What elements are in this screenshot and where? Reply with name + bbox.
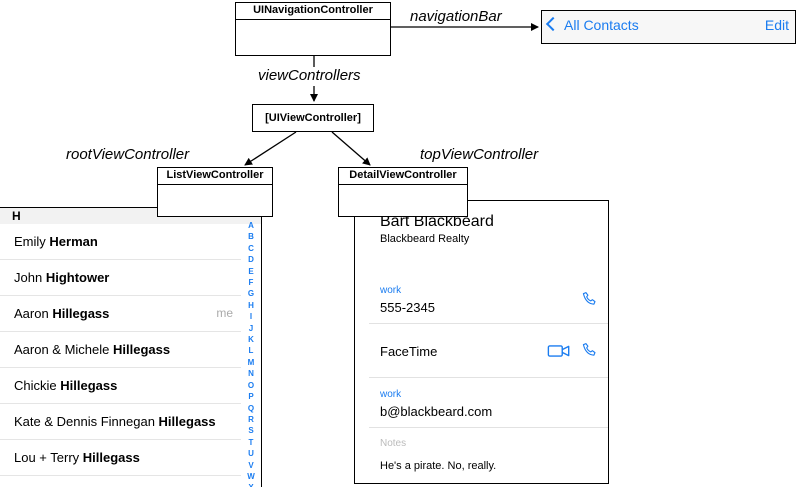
list-view-controller-title: ListViewController	[158, 168, 272, 185]
contact-row[interactable]: Chickie Hillegass	[0, 368, 241, 404]
top-view-controller-label: topViewController	[420, 146, 539, 163]
view-controllers-label: viewControllers	[258, 67, 361, 84]
contact-name: Bart Blackbeard	[380, 213, 494, 230]
list-view-controller-node: ListViewController	[157, 167, 273, 217]
index-letter[interactable]: A	[248, 221, 254, 230]
back-button-label: All Contacts	[564, 17, 639, 33]
contact-last-name: Hillegass	[82, 450, 140, 465]
root-view-controller-arrow	[244, 131, 297, 166]
view-controllers-array-node: [UIViewController]	[252, 104, 374, 132]
contact-row[interactable]: Aaron & Michele Hillegass	[0, 332, 241, 368]
index-letter[interactable]: R	[248, 414, 254, 424]
index-letter[interactable]: D	[248, 255, 254, 265]
chevron-left-icon	[545, 16, 561, 32]
email-value[interactable]: b@blackbeard.com	[380, 404, 493, 419]
top-view-controller-arrow	[331, 131, 371, 166]
contact-first-name: Emily	[14, 234, 50, 249]
phone-icon[interactable]	[581, 290, 599, 308]
contact-first-name: Aaron & Michele	[14, 342, 113, 357]
index-letter[interactable]: K	[248, 335, 254, 345]
contact-detail-screen: Bart Blackbeard Blackbeard Realty work 5…	[354, 200, 609, 484]
navigation-bar-label: navigationBar	[410, 8, 502, 25]
phone-label: work	[380, 285, 402, 296]
facetime-label[interactable]: FaceTime	[380, 344, 438, 359]
notes-text: He's a pirate. No, really.	[380, 460, 497, 472]
separator	[369, 427, 608, 428]
index-letter[interactable]: G	[247, 289, 255, 299]
detail-view-controller-title: DetailViewController	[339, 168, 467, 185]
contact-company: Blackbeard Realty	[380, 233, 470, 245]
separator	[369, 323, 608, 324]
index-letter[interactable]: H	[248, 300, 254, 310]
separator	[369, 377, 608, 378]
index-letter[interactable]: P	[248, 392, 254, 402]
phone-value[interactable]: 555-2345	[380, 300, 435, 315]
email-label: work	[380, 389, 402, 400]
facetime-audio-icon[interactable]	[581, 341, 599, 359]
contact-first-name: John	[14, 270, 46, 285]
contact-last-name: Hillegass	[52, 306, 110, 321]
index-letter[interactable]: I	[249, 312, 253, 322]
notes-label: Notes	[380, 438, 407, 449]
index-letter[interactable]: T	[248, 437, 254, 447]
back-button[interactable]: All Contacts	[545, 16, 639, 33]
navigation-bar: All Contacts Edit	[541, 10, 796, 44]
contact-last-name: Hillegass	[113, 342, 171, 357]
contact-first-name: Lou + Terry	[14, 450, 83, 465]
index-letter[interactable]: O	[247, 380, 255, 390]
contact-last-name: Hillegass	[60, 378, 118, 393]
index-letter[interactable]: L	[248, 346, 254, 356]
section-index[interactable]: ABCDEFGHIJKLMNOPQRSTUVWX	[244, 220, 258, 487]
contact-row[interactable]: John Hightower	[0, 260, 241, 296]
contact-row[interactable]: Lou + Terry Hillegass	[0, 440, 241, 476]
edit-button[interactable]: Edit	[764, 17, 789, 33]
navigation-controller-title: UINavigationController	[236, 3, 390, 20]
view-controllers-array-title: [UIViewController]	[265, 112, 361, 124]
detail-view-controller-node: DetailViewController	[338, 167, 468, 217]
index-letter[interactable]: J	[248, 323, 254, 333]
contact-row[interactable]: Aaron Hillegass me	[0, 296, 241, 332]
contact-first-name: Chickie	[14, 378, 61, 393]
index-letter[interactable]: E	[248, 266, 254, 276]
index-letter[interactable]: Q	[247, 403, 255, 413]
index-letter[interactable]: W	[247, 471, 255, 481]
contact-row[interactable]: Kate & Dennis Finnegan Hillegass	[0, 404, 241, 440]
contact-last-name: Hightower	[45, 270, 110, 285]
contact-last-name: Herman	[49, 234, 98, 249]
index-letter[interactable]: F	[248, 278, 254, 288]
index-letter[interactable]: S	[248, 426, 254, 436]
contact-first-name: Kate & Dennis Finnegan	[14, 414, 159, 429]
navigation-controller-node: UINavigationController	[235, 2, 391, 56]
root-view-controller-label: rootViewController	[66, 146, 190, 163]
index-letter[interactable]: U	[248, 449, 254, 459]
contact-first-name: Aaron	[14, 306, 53, 321]
index-letter[interactable]: M	[247, 357, 255, 367]
index-letter[interactable]: X	[244, 482, 258, 487]
index-letter[interactable]: V	[248, 460, 254, 470]
video-camera-icon[interactable]	[547, 342, 571, 360]
me-badge: me	[216, 306, 233, 320]
index-letter[interactable]: N	[248, 369, 254, 379]
index-letter[interactable]: C	[248, 243, 254, 253]
index-letter[interactable]: B	[248, 232, 254, 242]
contact-row[interactable]: Emily Herman	[0, 224, 241, 260]
contact-last-name: Hillegass	[158, 414, 216, 429]
